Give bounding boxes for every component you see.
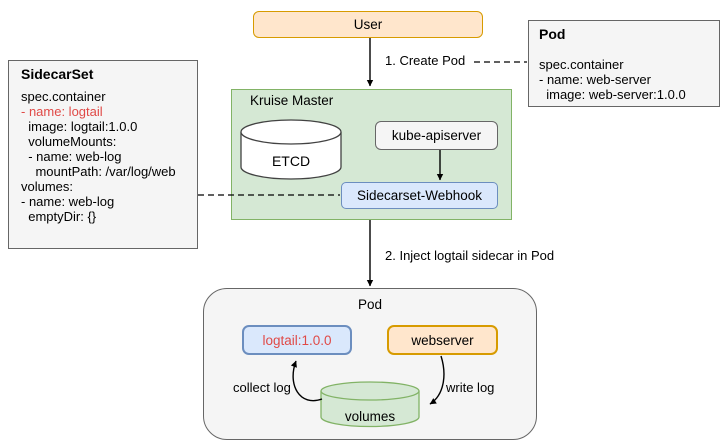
user-node-label: User — [353, 17, 383, 32]
webserver-container-node: webserver — [387, 325, 498, 355]
volume-cylinder-icon — [320, 381, 420, 428]
sidecarset-spec-line: - name: web-log — [21, 194, 115, 209]
pod-spec-line: spec.container — [539, 57, 624, 72]
pod-spec-line: - name: web-server — [539, 72, 651, 87]
sidecarset-spec-line-highlighted: - name: logtail — [21, 104, 103, 119]
volumes-node: volumes — [320, 381, 420, 428]
webserver-container-label: webserver — [411, 332, 474, 348]
sidecarset-title: SidecarSet — [21, 66, 94, 82]
kruise-master-title: Kruise Master — [250, 93, 334, 108]
collect-log-label: collect log — [233, 380, 291, 395]
sidecarset-spec-box: SidecarSet spec.container - name: logtai… — [8, 60, 198, 249]
pod-runtime-title: Pod — [357, 297, 383, 312]
sidecarset-spec-line: volumes: — [21, 179, 74, 194]
kube-apiserver-label: kube-apiserver — [391, 128, 482, 143]
logtail-container-label: logtail:1.0.0 — [262, 332, 332, 348]
etcd-node: ETCD — [240, 119, 342, 180]
pod-spec-line: image: web-server:1.0.0 — [539, 87, 686, 102]
pod-spec-box: Pod spec.container - name: web-server im… — [528, 20, 720, 107]
sidecarset-webhook-label: Sidecarset-Webhook — [356, 188, 483, 203]
sidecarset-webhook-node: Sidecarset-Webhook — [341, 182, 498, 209]
user-node: User — [253, 11, 483, 38]
create-pod-step-label: 1. Create Pod — [385, 53, 466, 68]
inject-sidecar-step-label: 2. Inject logtail sidecar in Pod — [385, 248, 555, 263]
write-log-label: write log — [446, 380, 495, 395]
sidecarset-spec-line: mountPath: /var/log/web — [21, 164, 176, 179]
database-cylinder-icon — [240, 119, 342, 180]
volumes-label: volumes — [344, 409, 396, 424]
sidecarset-spec-line: spec.container — [21, 89, 106, 104]
sidecarset-spec-line: volumeMounts: — [21, 134, 117, 149]
sidecarset-spec-line: emptyDir: {} — [21, 209, 97, 224]
pod-spec-title: Pod — [539, 26, 566, 42]
logtail-container-node: logtail:1.0.0 — [242, 325, 352, 355]
kube-apiserver-node: kube-apiserver — [375, 121, 498, 150]
sidecarset-spec-line: - name: web-log — [21, 149, 122, 164]
sidecarset-spec-line: image: logtail:1.0.0 — [21, 119, 138, 134]
etcd-label: ETCD — [271, 153, 311, 169]
